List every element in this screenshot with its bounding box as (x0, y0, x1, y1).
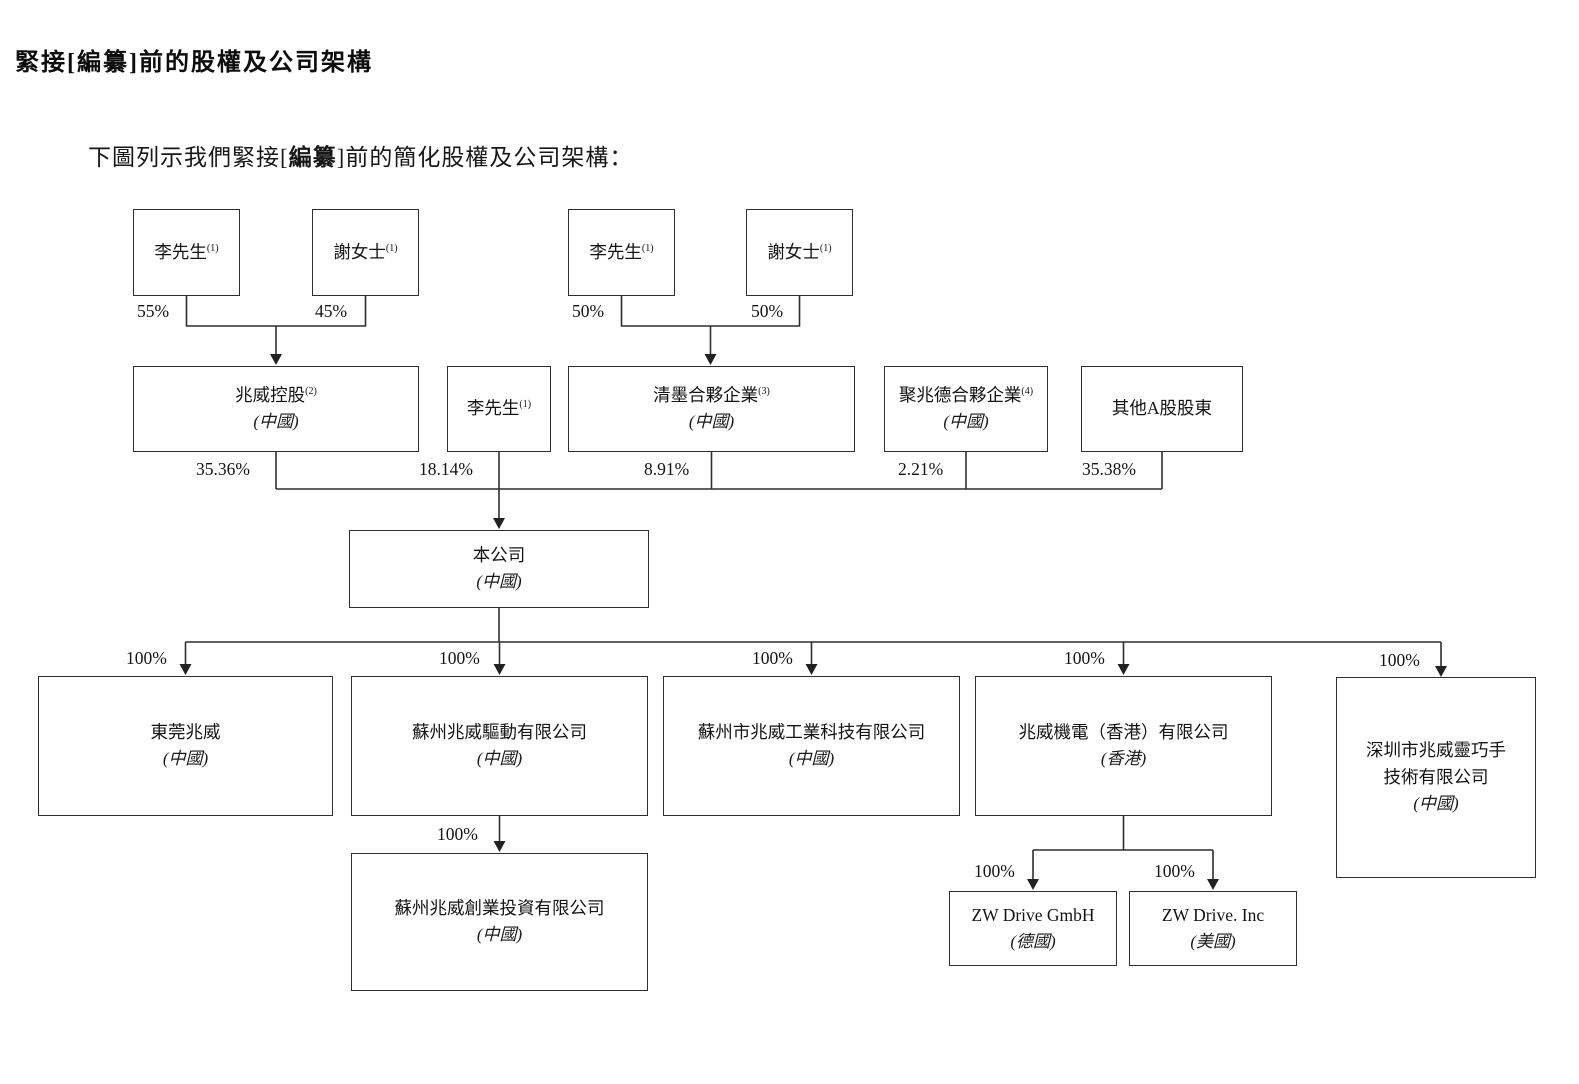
node-jurisdiction: (中國) (162, 749, 209, 769)
percent-company-to-hk: 100% (1064, 648, 1105, 668)
node-jurisdiction: (美國) (1190, 931, 1236, 951)
node-label: 李先生(1) (589, 241, 654, 262)
node-jurisdiction: (中國) (943, 412, 989, 432)
node-zhaowei-hk: 兆威機電（香港）有限公司 (香港) (975, 676, 1272, 816)
node-label: ZW Drive. Inc (1161, 904, 1265, 925)
caption-post: ]前的簡化股權及公司架構： (336, 145, 634, 170)
percent-suzhou-drive-to-venture: 100% (437, 824, 478, 844)
node-label: 蘇州市兆威工業科技有限公司 (697, 722, 926, 743)
page-title: 緊接[編纂]前的股權及公司架構 (15, 50, 373, 76)
percent-other-to-company: 35.38% (1082, 459, 1136, 479)
percent-company-to-suzhou-tech: 100% (752, 648, 793, 668)
node-jurisdiction: (中國) (476, 572, 522, 592)
node-label: 兆威控股(2) (235, 385, 317, 406)
caption-bold: 編纂 (288, 145, 337, 170)
footnote-ref: (1) (641, 243, 654, 255)
node-suzhou-zhaowei-industrial-tech: 蘇州市兆威工業科技有限公司 (中國) (663, 676, 960, 816)
footnote-ref: (1) (519, 399, 532, 411)
diagram-caption: 下圖列示我們緊接[編纂]前的簡化股權及公司架構： (88, 138, 633, 172)
node-label: 兆威機電（香港）有限公司 (1018, 722, 1229, 743)
percent-li-to-qingmo: 50% (572, 301, 605, 321)
percent-company-to-dongguan: 100% (126, 648, 167, 668)
node-label: 蘇州兆威創業投資有限公司 (394, 898, 605, 919)
node-jurisdiction: (中國) (688, 412, 735, 432)
footnote-ref: (1) (385, 243, 398, 255)
percent-juzhaode-to-company: 2.21% (898, 459, 944, 479)
node-jurisdiction: (中國) (476, 925, 523, 945)
node-company: 本公司 (中國) (349, 530, 649, 608)
percent-li-to-company: 18.14% (419, 459, 473, 479)
caption-pre: 下圖列示我們緊接[ (88, 145, 289, 170)
node-label: 清墨合夥企業(3) (653, 385, 770, 406)
percent-company-to-suzhou-drive: 100% (439, 648, 480, 668)
node-jurisdiction: (中國) (476, 749, 523, 769)
node-jurisdiction: (中國) (1413, 794, 1459, 814)
node-ms-xie-top-right: 謝女士(1) (746, 209, 853, 296)
percent-li-to-holding: 55% (137, 301, 170, 321)
percent-company-to-shenzhen: 100% (1379, 650, 1420, 670)
node-jurisdiction: (德國) (1010, 931, 1056, 951)
node-suzhou-venture-investment: 蘇州兆威創業投資有限公司 (中國) (351, 853, 648, 991)
arrowheads (179, 354, 1447, 890)
footnote-ref: (3) (758, 386, 770, 398)
node-label: 其他A股股東 (1111, 398, 1213, 419)
node-qingmo-partnership: 清墨合夥企業(3) (中國) (568, 366, 855, 452)
footnote-ref: (1) (206, 243, 219, 255)
node-label: ZW Drive GmbH (971, 904, 1095, 925)
node-zw-drive-gmbh: ZW Drive GmbH (德國) (949, 891, 1117, 966)
footnote-ref: (1) (819, 243, 832, 255)
node-label: 東莞兆威 (150, 722, 221, 743)
node-mr-li-top-right: 李先生(1) (568, 209, 675, 296)
percent-xie-to-qingmo: 50% (751, 301, 784, 321)
node-shenzhen-dexterous-hand: 深圳市兆威靈巧手 技術有限公司 (中國) (1336, 677, 1536, 878)
node-jurisdiction: (中國) (788, 749, 835, 769)
node-dongguan-zhaowei: 東莞兆威 (中國) (38, 676, 333, 816)
node-label: 謝女士(1) (333, 241, 398, 262)
node-label-line2: 技術有限公司 (1383, 767, 1489, 788)
node-zhaowei-holding: 兆威控股(2) (中國) (133, 366, 419, 452)
node-label: 深圳市兆威靈巧手 (1366, 740, 1506, 761)
footnote-ref: (4) (1021, 386, 1034, 398)
node-ms-xie-top-left: 謝女士(1) (312, 209, 419, 296)
node-mr-li-top-left: 李先生(1) (133, 209, 240, 296)
node-other-a-shareholders: 其他A股股東 (1081, 366, 1243, 452)
node-zw-drive-inc: ZW Drive. Inc (美國) (1129, 891, 1297, 966)
percent-xie-to-holding: 45% (315, 301, 348, 321)
node-label: 蘇州兆威驅動有限公司 (412, 722, 587, 743)
node-label: 李先生(1) (154, 241, 219, 262)
footnote-ref: (2) (305, 386, 317, 398)
percent-qingmo-to-company: 8.91% (644, 459, 690, 479)
node-label: 聚兆德合夥企業(4) (898, 385, 1034, 406)
percent-hk-to-inc: 100% (1154, 861, 1195, 881)
percent-hk-to-gmbh: 100% (974, 861, 1015, 881)
node-label: 謝女士(1) (767, 241, 832, 262)
node-juzhaode-partnership: 聚兆德合夥企業(4) (中國) (884, 366, 1048, 452)
node-label: 李先生(1) (466, 398, 532, 419)
node-jurisdiction: (香港) (1100, 749, 1147, 769)
node-suzhou-zhaowei-drive: 蘇州兆威驅動有限公司 (中國) (351, 676, 648, 816)
node-jurisdiction: (中國) (253, 412, 299, 432)
node-label: 本公司 (472, 545, 526, 566)
percent-holding-to-company: 35.36% (196, 459, 250, 479)
node-mr-li-direct: 李先生(1) (447, 366, 551, 452)
